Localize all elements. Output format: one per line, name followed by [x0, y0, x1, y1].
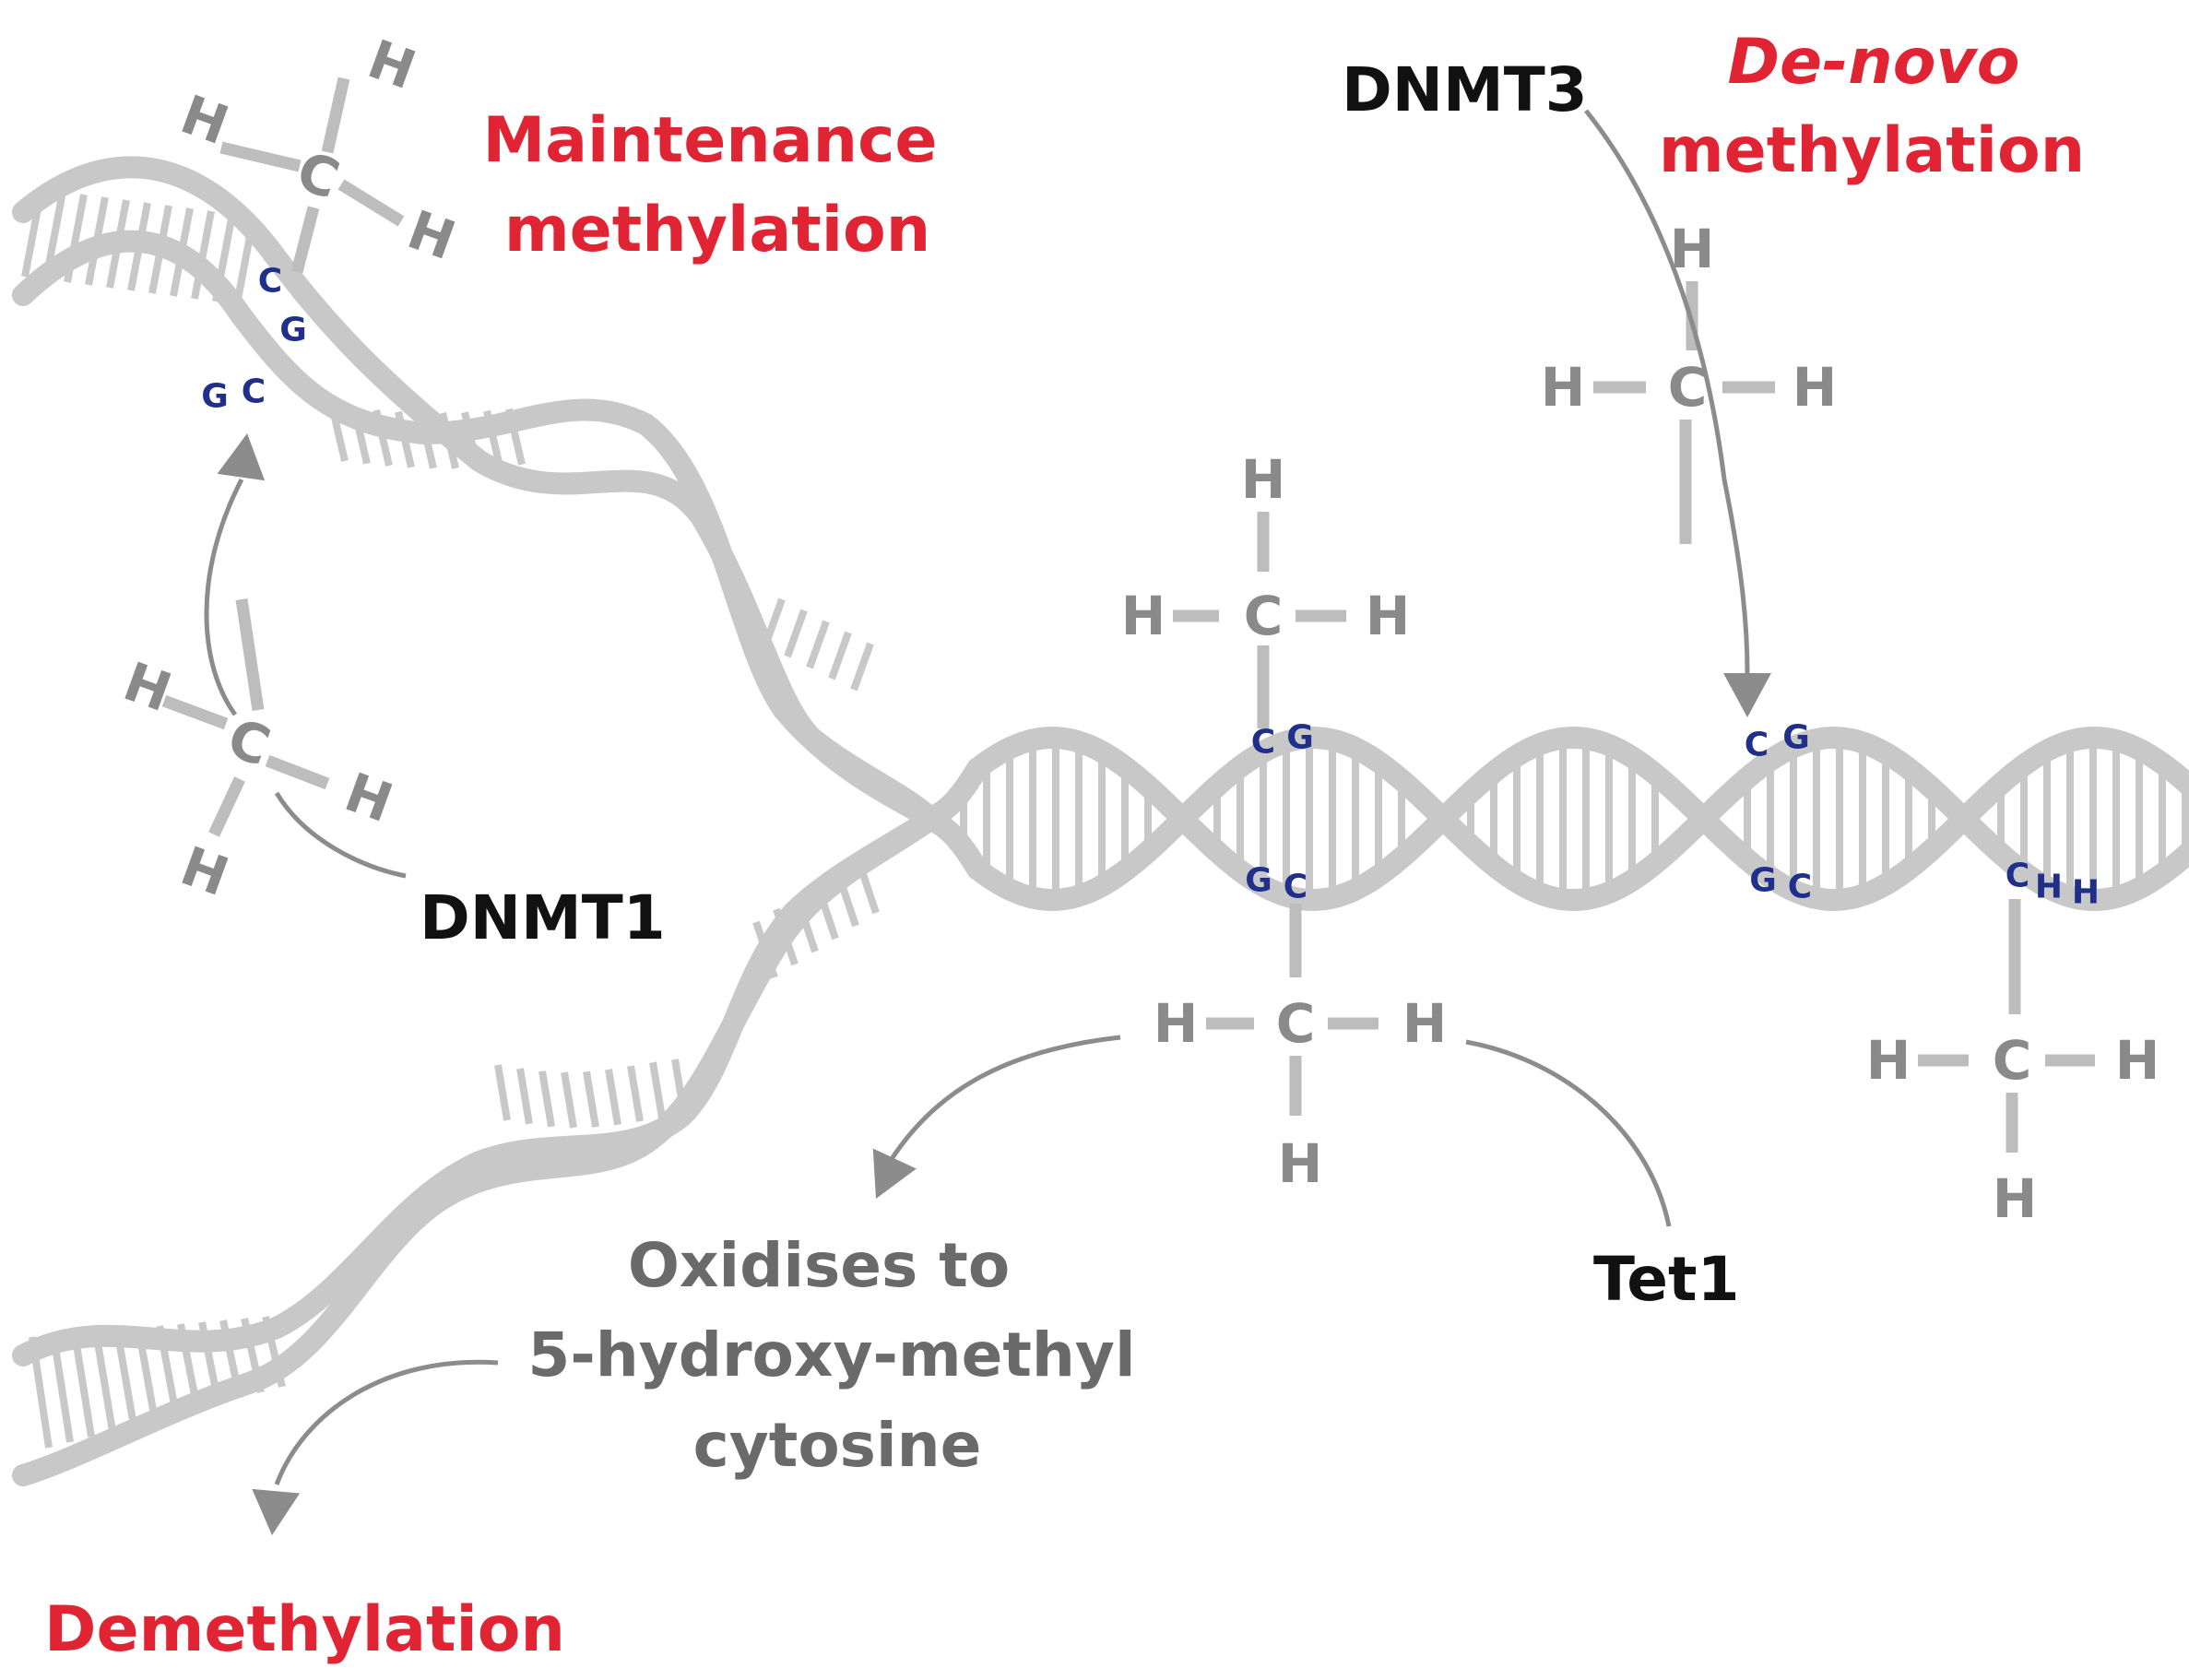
- cytosine-base: C: [1284, 869, 1307, 906]
- carbon-atom: C: [1668, 356, 1708, 419]
- cytosine-base: C: [2006, 858, 2029, 895]
- chemical-bond: [337, 179, 405, 227]
- base-pair-rung: [191, 210, 215, 300]
- denovo-label-line1: De-novo: [1728, 26, 2020, 99]
- hydrogen-atom: H: [1402, 992, 1448, 1055]
- base-pair-rung: [828, 631, 852, 680]
- hydrogen-atom: H: [1366, 585, 1411, 647]
- hydrogen-atom: H: [1541, 356, 1586, 419]
- oxidises-label-line2: 5-hydroxy-methyl: [527, 1319, 1135, 1390]
- base-pair-rung: [583, 1071, 599, 1128]
- base-pair-rung: [494, 1064, 511, 1121]
- base-pair-rung: [850, 642, 874, 692]
- dnmt1-arrowhead: [217, 433, 266, 481]
- base-pair-rung: [92, 1331, 116, 1432]
- dnmt3-arrowhead: [1723, 673, 1771, 717]
- cytosine-base: C: [1745, 727, 1769, 764]
- hydrogen-atom: H: [1993, 1167, 2038, 1230]
- labels: Maintenance methylation De-novo methylat…: [44, 26, 2085, 1666]
- dnmt3-label: DNMT3: [1342, 54, 1588, 125]
- dnmt1-label: DNMT1: [420, 882, 666, 953]
- dna-strand-a: [911, 726, 2189, 912]
- oxidises-label-line3: cytosine: [693, 1410, 982, 1481]
- carbon-atom: C: [1276, 992, 1316, 1055]
- base-pair-rung: [649, 1061, 666, 1118]
- hydrogen-atom: H: [400, 198, 464, 273]
- hydrogen-atom: H: [1154, 992, 1199, 1055]
- base-pair-rung: [784, 609, 808, 658]
- chemical-bond: [265, 754, 330, 790]
- dnmt1-connector: [274, 791, 407, 879]
- reaction-arrows: [204, 109, 1771, 1535]
- tet1-connector: [1465, 1039, 1672, 1227]
- oxidation-arrowhead: [872, 1148, 917, 1199]
- dnmt3-transfer-arrow: [1584, 109, 1750, 674]
- dna-strand-b: [911, 726, 2189, 912]
- base-pair-rung: [806, 620, 830, 669]
- hydrogen-atom: H: [173, 834, 237, 909]
- chemical-bond: [161, 694, 229, 730]
- base-pair-rung: [605, 1069, 621, 1126]
- guanine-base: G: [1749, 862, 1777, 900]
- dnmt1-transfer-arrow: [204, 478, 244, 716]
- base-pair-rung: [561, 1071, 577, 1129]
- base-pair-rung: [538, 1071, 555, 1128]
- guanine-base: G: [1286, 719, 1314, 757]
- carbon-atom: C: [289, 139, 347, 211]
- hydrogen-atom: H: [2115, 1029, 2160, 1092]
- hydrogen-atom: H: [1278, 1132, 1323, 1195]
- hydrogen-atom: H: [1241, 448, 1286, 511]
- tet1-label: Tet1: [1593, 1244, 1740, 1315]
- hydrogen-base: H: [2072, 874, 2100, 912]
- hydrogen-atom: H: [337, 761, 401, 835]
- demethylation-label: Demethylation: [44, 1593, 565, 1666]
- base-pair-rung: [71, 1332, 95, 1437]
- denovo-label-line2: methylation: [1659, 114, 2085, 187]
- hydrogen-base: H: [2035, 869, 2063, 906]
- hydrogen-atom: H: [1866, 1029, 1911, 1092]
- tet1-oxidation-arrow: [887, 1035, 1121, 1164]
- chemical-bond: [290, 206, 320, 274]
- cytosine-base: C: [1788, 869, 1812, 906]
- dna-double-helix: [12, 156, 2189, 1486]
- hydrogen-atom: H: [1670, 218, 1715, 280]
- carbon-atom: C: [1244, 585, 1284, 647]
- cytosine-base: C: [1251, 724, 1275, 762]
- guanine-base: G: [201, 378, 229, 416]
- maintenance-label-line1: Maintenance: [482, 104, 937, 177]
- dna-strand-lower-b: [12, 808, 942, 1486]
- guanine-base: G: [1245, 862, 1272, 900]
- guanine-base: G: [1782, 719, 1810, 757]
- chemical-bond: [235, 598, 265, 711]
- cytosine-base: C: [258, 263, 282, 301]
- chemical-bond: [208, 776, 245, 837]
- oxidises-label-line1: Oxidises to: [628, 1230, 1010, 1301]
- base-pair-rung: [516, 1068, 533, 1125]
- dna-strand-upper-b: [12, 230, 942, 830]
- hydrogen-atom: H: [1121, 585, 1166, 647]
- cytosine-base: C: [242, 373, 266, 411]
- guanine-base: G: [279, 312, 307, 349]
- demethylation-arrowhead: [252, 1488, 301, 1535]
- chemical-bond: [321, 77, 350, 154]
- base-pair-rung: [627, 1065, 644, 1122]
- demethylation-arrow: [274, 1359, 499, 1485]
- hydrogen-atom: H: [1793, 356, 1838, 419]
- chemical-bond: [219, 141, 302, 172]
- hydrogen-atom: H: [116, 650, 180, 725]
- carbon-atom: C: [1993, 1029, 2032, 1092]
- maintenance-label-line2: methylation: [504, 194, 930, 266]
- hydrogen-atom: H: [361, 28, 424, 102]
